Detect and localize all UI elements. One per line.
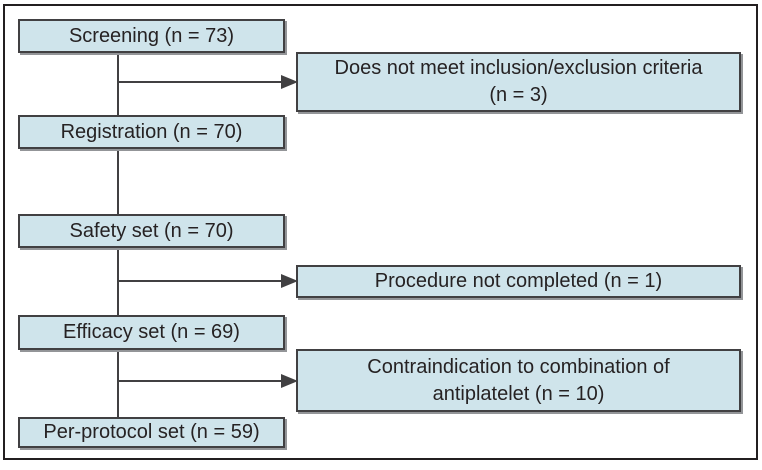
exclusion-box-line1: Does not meet inclusion/exclusion criter… <box>334 57 703 79</box>
flow-box-label: Safety set (n = 70) <box>69 219 234 242</box>
flow-box-safety-set: Safety set (n = 70) <box>18 214 285 248</box>
exclusion-arrow-1 <box>118 75 298 89</box>
exclusion-box-contraindication: Contraindication to combination of antip… <box>296 349 741 412</box>
flow-box-label: Per-protocol set (n = 59) <box>43 421 260 443</box>
exclusion-box-inclusion-exclusion-criteria: Does not meet inclusion/exclusion criter… <box>296 52 741 112</box>
flow-box-label: Registration (n = 70) <box>60 120 243 143</box>
arrow-right-icon <box>281 374 298 388</box>
flow-box-per-protocol-set: Per-protocol set (n = 59) <box>18 417 285 448</box>
exclusion-box-line2: (n = 3) <box>489 84 548 106</box>
flow-box-label: Screening (n = 73) <box>68 24 235 47</box>
exclusion-arrow-2 <box>118 274 298 288</box>
exclusion-box-line1: Contraindication to combination of <box>367 355 670 378</box>
exclusion-box-line1: Procedure not completed (n = 1) <box>374 270 663 292</box>
exclusion-arrow-3 <box>118 374 298 388</box>
exclusion-box-line2: antiplatelet (n = 10) <box>432 382 605 405</box>
arrow-right-icon <box>281 75 298 89</box>
flow-box-registration: Registration (n = 70) <box>18 115 285 149</box>
exclusion-box-procedure-not-completed: Procedure not completed (n = 1) <box>296 265 741 298</box>
arrow-right-icon <box>281 274 298 288</box>
flow-box-efficacy-set: Efficacy set (n = 69) <box>18 315 285 350</box>
flow-box-label: Efficacy set (n = 69) <box>63 321 240 343</box>
flow-box-screening: Screening (n = 73) <box>18 19 285 53</box>
